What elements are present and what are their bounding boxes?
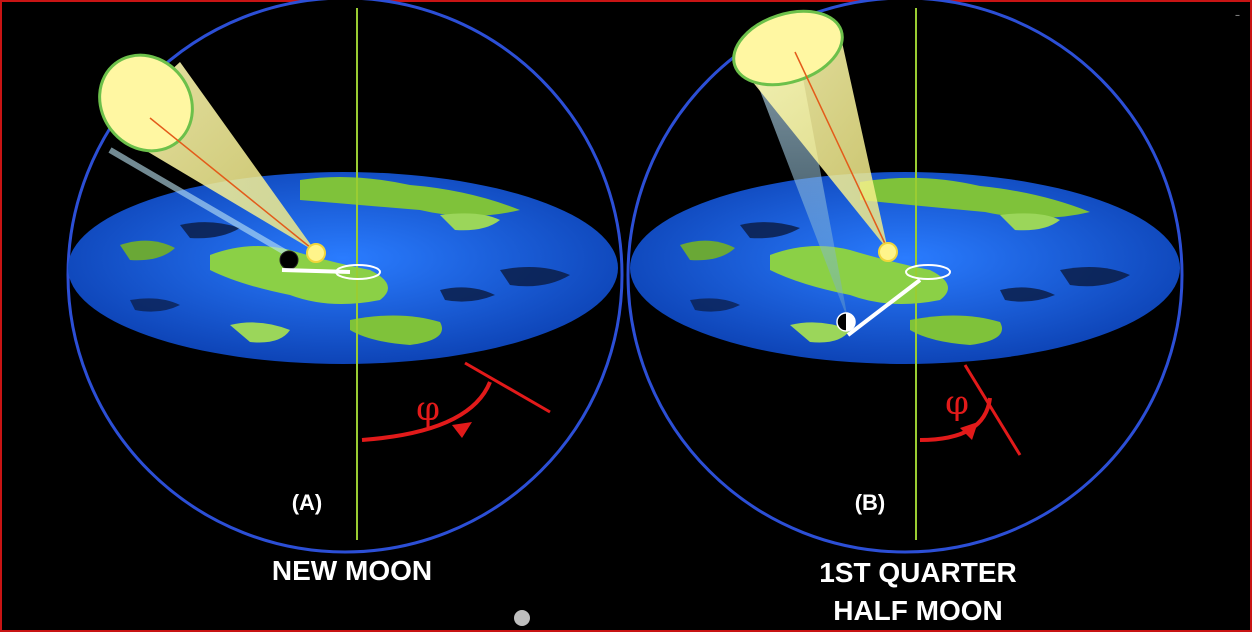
angle-annotation: φ [361, 361, 551, 442]
flat-earth-disc [630, 172, 1180, 364]
panel-label: (A) [292, 490, 323, 515]
phi-angle-label: φ [416, 389, 440, 429]
sun-moon-link [281, 268, 351, 274]
sunlight-cone [98, 53, 317, 261]
caption-line: 1ST QUARTER [819, 557, 1017, 588]
panel-label: (B) [855, 490, 886, 515]
corner-mark: – [1235, 10, 1240, 21]
moon-new [279, 250, 299, 270]
sun-moon-link [846, 278, 922, 337]
moonlight-cone [752, 62, 848, 320]
light-speck [514, 610, 530, 626]
moon-first-quarter [836, 312, 856, 332]
panel-b: φ (B) 1ST QUARTER HALF MOON [626, 0, 1184, 626]
caption-line: NEW MOON [272, 555, 432, 586]
panel-a: φ (A) NEW MOON [66, 0, 624, 586]
angle-annotation: φ [919, 364, 1022, 456]
caption-line: HALF MOON [833, 595, 1003, 626]
flat-earth-disc [68, 172, 618, 364]
sun [878, 242, 898, 262]
orbit-ring [905, 264, 951, 280]
sunlight-cone [732, 9, 889, 251]
sun [306, 243, 326, 263]
phi-angle-label: φ [945, 383, 969, 423]
